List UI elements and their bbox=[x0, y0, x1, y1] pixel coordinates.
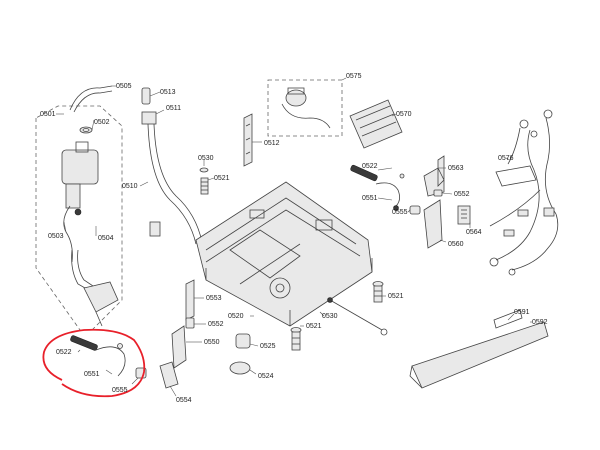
highlight-circle bbox=[42, 328, 146, 398]
label-0522-lower: 0522 bbox=[56, 349, 72, 356]
kickplate-0591 bbox=[493, 309, 523, 329]
label-0555-lower: 0555 bbox=[112, 387, 128, 394]
bracket-0554 bbox=[159, 361, 179, 389]
label-0530-lower: 0530 bbox=[322, 313, 338, 320]
kickplate-0592 bbox=[411, 321, 549, 389]
label-0502: 0502 bbox=[94, 119, 110, 126]
label-0513: 0513 bbox=[160, 89, 176, 96]
label-0521-lower: 0521 bbox=[306, 323, 322, 330]
label-0576: 0576 bbox=[498, 155, 514, 162]
bracket-0550 bbox=[171, 325, 187, 369]
clip-0552-upper bbox=[433, 189, 443, 197]
label-0520: 0520 bbox=[228, 313, 244, 320]
bracket-0563 bbox=[423, 155, 445, 197]
bracket-0512 bbox=[243, 113, 253, 167]
heater-0522-lower bbox=[70, 335, 98, 351]
hose-0510 bbox=[147, 123, 197, 245]
label-0575: 0575 bbox=[346, 73, 362, 80]
label-0555-upper: 0555 bbox=[392, 209, 408, 216]
label-0551-upper: 0551 bbox=[362, 195, 378, 202]
bracket-0560 bbox=[423, 199, 443, 249]
label-0525: 0525 bbox=[260, 343, 276, 350]
label-0521-right: 0521 bbox=[388, 293, 404, 300]
label-0551-lower: 0551 bbox=[84, 371, 100, 378]
clip-0555-upper bbox=[409, 205, 421, 215]
valve-body bbox=[61, 149, 99, 185]
cap-0525 bbox=[235, 333, 251, 349]
label-0563: 0563 bbox=[448, 165, 464, 172]
connector-0564 bbox=[457, 205, 471, 225]
fitting-0511 bbox=[141, 111, 157, 125]
control-module-0570 bbox=[349, 99, 403, 149]
label-0550: 0550 bbox=[204, 339, 220, 346]
clip-0513 bbox=[141, 87, 151, 105]
pump-0575-dashed-box bbox=[267, 79, 343, 137]
probe-0530 bbox=[329, 299, 383, 331]
label-0511: 0511 bbox=[166, 105, 181, 112]
label-0591: 0591 bbox=[514, 309, 530, 316]
ring-0502 bbox=[79, 126, 93, 134]
label-0522-upper: 0522 bbox=[362, 163, 378, 170]
cable-0551-lower bbox=[95, 346, 126, 377]
label-0530-upper: 0530 bbox=[198, 155, 214, 162]
fitting-bottom bbox=[83, 281, 119, 313]
label-0505: 0505 bbox=[116, 83, 132, 90]
label-0501: 0501 bbox=[40, 111, 56, 118]
bracket-0553 bbox=[185, 279, 195, 321]
clip-0552-lower bbox=[185, 317, 195, 329]
label-0504: 0504 bbox=[98, 235, 114, 242]
label-0521-upper: 0521 bbox=[214, 175, 230, 182]
label-0552-lower: 0552 bbox=[208, 321, 224, 328]
hose-0504 bbox=[71, 249, 93, 293]
label-0512: 0512 bbox=[264, 140, 280, 147]
label-0553: 0553 bbox=[206, 295, 222, 302]
label-0524: 0524 bbox=[258, 373, 274, 380]
part-labels: 0505 0501 0502 0503 0504 0513 0511 0510 … bbox=[40, 73, 548, 404]
label-0503: 0503 bbox=[48, 233, 64, 240]
hose-0505 bbox=[69, 85, 113, 111]
label-0592: 0592 bbox=[532, 319, 548, 326]
label-0510: 0510 bbox=[122, 183, 138, 190]
label-0560: 0560 bbox=[448, 241, 464, 248]
label-0554: 0554 bbox=[176, 397, 192, 404]
base-tub-0520 bbox=[195, 181, 373, 327]
disc-0524 bbox=[229, 361, 251, 375]
pump-0575 bbox=[285, 89, 307, 107]
wiring-harness-0576 bbox=[489, 109, 559, 276]
screw-0521-b bbox=[372, 281, 384, 303]
label-0570: 0570 bbox=[396, 111, 412, 118]
label-0552-upper: 0552 bbox=[454, 191, 470, 198]
label-0564: 0564 bbox=[466, 229, 482, 236]
heater-0522-upper bbox=[350, 164, 378, 182]
leader-lines bbox=[56, 77, 532, 397]
cable-0551-upper bbox=[375, 182, 400, 207]
screw-0521-c bbox=[290, 327, 302, 351]
